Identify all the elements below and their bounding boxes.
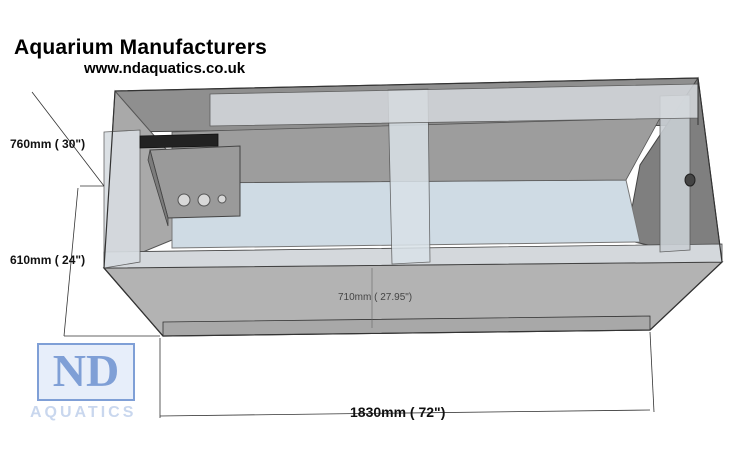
length-dim-line — [159, 409, 651, 417]
logo-frame — [37, 343, 135, 401]
pipe-hole — [684, 173, 696, 187]
centre-brace — [387, 88, 431, 265]
depth-dim-line — [31, 91, 105, 187]
logo-mark: ND — [38, 344, 134, 400]
page-title: Aquarium Manufacturers — [14, 36, 267, 59]
length-label: 1830mm ( 72") — [350, 404, 446, 420]
overflow-hole-3 — [217, 194, 227, 204]
depth-label: 760mm ( 30") — [10, 137, 86, 151]
overflow-box-top — [139, 133, 219, 149]
inner-width-label: 710mm ( 27.95") — [338, 292, 413, 303]
logo-wordmark: AQUATICS — [30, 404, 137, 421]
overflow-box-lip — [147, 149, 169, 227]
logo-letters: ND — [52, 345, 120, 396]
website-url: www.ndaquatics.co.uk — [84, 60, 246, 77]
overflow-hole-2 — [197, 193, 211, 207]
height-dim-line — [63, 187, 79, 337]
height-label: 610mm ( 24") — [10, 253, 86, 267]
overflow-hole-1 — [177, 193, 191, 207]
left-end-glass — [103, 129, 141, 269]
